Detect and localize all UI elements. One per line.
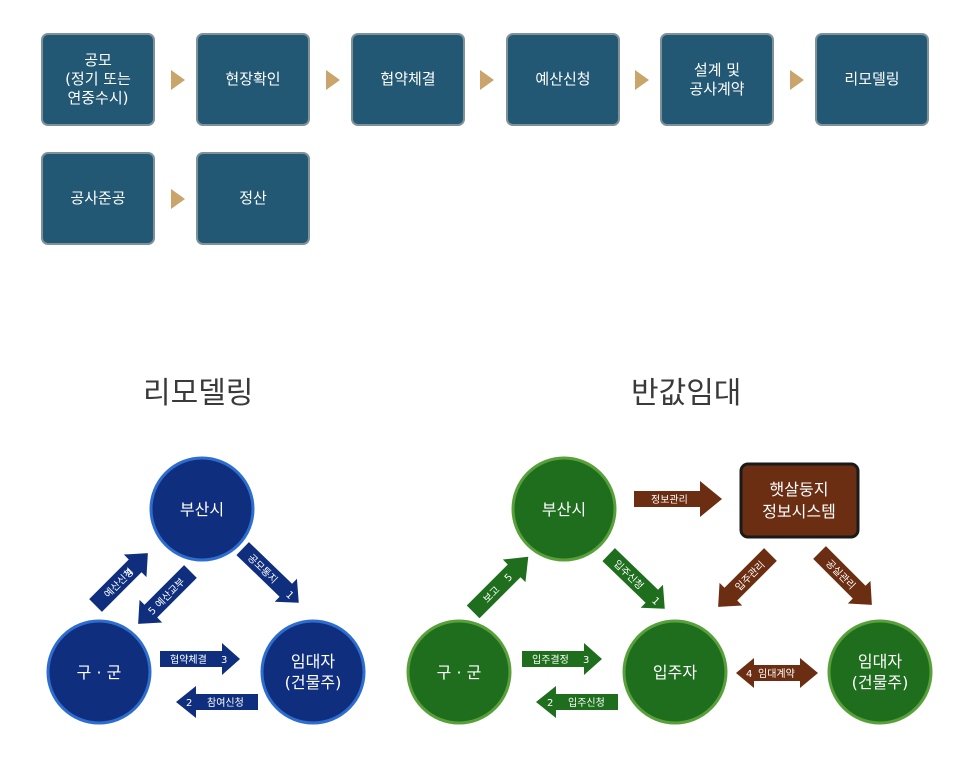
step-7: 공사준공 <box>41 152 155 245</box>
halfrent-arrow-3-num: 3 <box>583 655 589 666</box>
halfrent-diagram: 정보관리 입주관리 공실관리 입주신청 1 보고 5 입주결정 3 <box>406 456 933 725</box>
remodel-arrow-3-num: 3 <box>221 655 227 666</box>
remodel-arrow-2-label: 참여신청 <box>207 697 244 709</box>
halfrent-node-gugun <box>406 619 512 725</box>
halfrent-node-landlord-label-2: (건물주) <box>852 673 909 692</box>
halfrent-node-busan-label: 부산시 <box>542 500 586 519</box>
chevron-right-icon <box>480 70 494 90</box>
remodel-arrow-3-label: 협약체결 <box>170 653 207 666</box>
halfrent-arrow-5: 보고 5 <box>466 556 529 619</box>
halfrent-title: 반값임대 <box>631 376 742 411</box>
halfrent-arrow-4-label: 임대계약 <box>758 667 795 680</box>
remodel-node-landlord <box>260 619 366 725</box>
halfrent-arrow-3-label: 입주결정 <box>532 653 569 666</box>
halfrent-arrow-sys-right: 공실관리 <box>813 546 872 605</box>
halfrent-arrow-2-num: 2 <box>547 698 553 709</box>
remodel-arrow-2-num: 2 <box>186 698 192 709</box>
halfrent-arrow-3: 입주결정 3 <box>522 643 602 675</box>
remodel-node-busan <box>149 456 255 562</box>
step-8: 정산 <box>196 152 310 245</box>
chevron-right-icon <box>326 70 340 90</box>
halfrent-node-gugun-label: 구 · 군 <box>437 663 482 682</box>
halfrent-arrow-sys-left: 입주관리 <box>718 548 777 607</box>
chevron-right-icon <box>790 70 804 90</box>
halfrent-system-label-1: 햇살둥지 <box>770 480 829 499</box>
chevron-right-icon <box>635 70 649 90</box>
halfrent-arrow-2: 2 입주신청 <box>536 686 618 718</box>
step-6: 리모델링 <box>815 33 929 126</box>
step-4: 예산신청 <box>506 33 620 126</box>
halfrent-arrow-1: 입주신청 1 <box>602 548 665 609</box>
step-1: 공모 (정기 또는 연중수시) <box>41 33 155 126</box>
halfrent-system-label-2: 정보시스템 <box>762 502 836 521</box>
remodeling-title: 리모델링 <box>143 376 254 411</box>
chevron-right-icon <box>171 70 185 90</box>
halfrent-arrow-info-label: 정보관리 <box>651 494 688 506</box>
remodel-arrow-3: 협약체결 3 <box>160 643 240 675</box>
step-5: 설계 및 공사계약 <box>660 33 774 126</box>
step-2: 현장확인 <box>196 33 310 126</box>
halfrent-node-busan <box>511 456 617 562</box>
halfrent-arrow-2-label: 입주신청 <box>568 696 605 709</box>
halfrent-node-landlord <box>827 619 933 725</box>
remodel-node-landlord-label-1: 임대자 <box>291 652 335 671</box>
remodel-node-gugun <box>46 619 152 725</box>
halfrent-arrow-4: 4 임대계약 <box>736 658 818 688</box>
remodel-node-gugun-label: 구 · 군 <box>77 663 122 682</box>
halfrent-node-landlord-label-1: 임대자 <box>858 652 902 671</box>
remodeling-diagram: 공모통지 1 예산신청 4 예산교부 5 협약체결 3 2 참여신청 부산시 <box>46 456 366 725</box>
remodel-arrow-2: 2 참여신청 <box>176 686 258 718</box>
remodel-node-landlord-label-2: (건물주) <box>285 673 342 692</box>
halfrent-node-tenant-label: 입주자 <box>653 663 697 682</box>
chevron-right-icon <box>171 189 185 209</box>
remodel-arrow-1: 공모통지 1 <box>236 542 299 603</box>
halfrent-system-box <box>739 462 860 539</box>
halfrent-arrow-4-num: 4 <box>746 669 752 680</box>
halfrent-node-tenant <box>622 619 728 725</box>
halfrent-arrow-info: 정보관리 <box>634 481 722 517</box>
remodel-node-busan-label: 부산시 <box>180 500 224 519</box>
step-3: 협약체결 <box>351 33 465 126</box>
